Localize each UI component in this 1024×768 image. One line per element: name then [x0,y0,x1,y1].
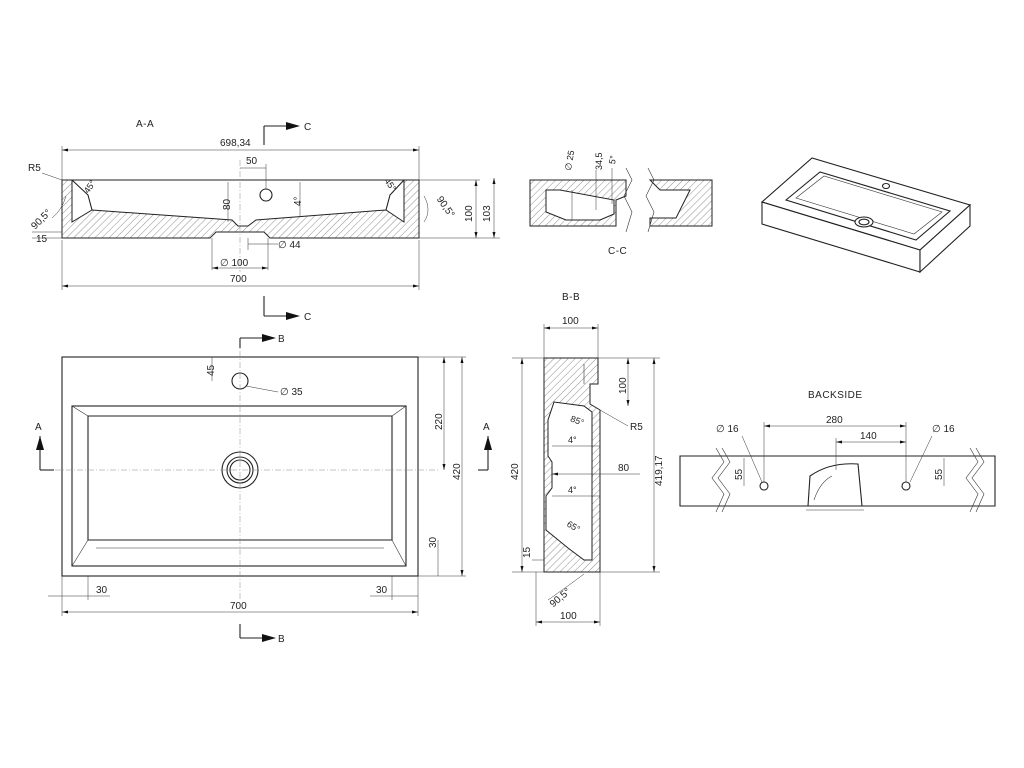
overflow-hole-left [759,481,769,491]
dim-50: 50 [246,156,258,167]
dim-100-bottom: 100 [560,611,577,622]
angle-905-left: 90,5° [29,208,53,232]
angle-5: 5° [607,154,618,165]
section-aa-title: A-A [136,119,154,130]
section-bb: B-B 100 100 R5 85° 4° 4° 80 65° [510,292,665,626]
angle-905-bb: 90,5° [548,586,573,610]
dim-420-bb: 420 [510,463,521,480]
dim-55-left: 55 [734,468,745,480]
break-back-l2 [717,447,731,513]
dim-45: 45 [206,364,217,376]
marker-a-left: A [35,422,42,433]
section-aa: A-A 698,34 50 80 4° 45° 45° R5 90,5° [28,119,500,323]
marker-c-bottom: C [304,312,311,323]
dim-100-top: 100 [562,316,579,327]
section-aa-profile [61,179,420,239]
break-line-cc-2 [645,167,655,233]
dim-103: 103 [482,205,493,222]
tap-hole [259,188,273,202]
dim-30-v: 30 [428,536,439,548]
dim-220: 220 [434,413,445,430]
radius-r5: R5 [28,163,41,174]
dim-700-plan: 700 [230,601,247,612]
dim-345: 34,5 [594,152,604,170]
dia-35: ∅ 35 [280,387,303,398]
dim-700-aa: 700 [230,274,247,285]
dim-100-v: 100 [618,377,629,394]
dia-44: ∅ 44 [278,240,301,251]
angle-4-a: 4° [568,435,577,445]
angle-65: 65° [565,519,582,535]
section-aa-left-chamfer [71,179,93,211]
dim-80-bb: 80 [618,463,630,474]
marker-b-bottom: B [278,634,285,645]
iso-bowl-rim [784,171,952,241]
dim-140: 140 [860,431,877,442]
dim-55-right: 55 [934,468,945,480]
backside-title: BACKSIDE [808,390,863,401]
section-bb-profile [543,357,601,573]
backside-view: BACKSIDE 280 140 ∅ 16 ∅ 16 55 55 [679,390,996,513]
dim-280: 280 [826,415,843,426]
section-cc-title: C-C [608,246,627,257]
dim-30-right: 30 [376,585,388,596]
dia-100: ∅ 100 [220,258,249,269]
angle-4: 4° [293,196,304,206]
dia-16-right: ∅ 16 [932,424,955,435]
iso-tap-hole [881,182,891,190]
dia-16-left: ∅ 16 [716,424,739,435]
dim-15: 15 [36,234,48,245]
break-line-cc-1 [623,167,633,233]
iso-side-face [919,203,971,274]
angle-4-b: 4° [568,485,577,495]
angle-905-right: 90,5° [434,194,456,220]
dim-41917: 419,17 [654,455,665,486]
dim-100: 100 [464,205,475,222]
marker-c-top: C [304,122,311,133]
marker-a-right: A [483,422,490,433]
section-cc-profile-right [648,179,713,227]
break-back-r1 [965,447,979,513]
break-back-l1 [711,447,725,513]
radius-r5-bb: R5 [630,422,643,433]
drain-cutout-shade [813,475,833,501]
section-bb-title: B-B [562,292,580,303]
section-cc-profile-left [529,179,627,227]
dia-25: ∅ 25 [563,150,576,172]
iso-bowl-inner [795,175,943,235]
dim-15-bb: 15 [522,546,533,558]
dim-30-left: 30 [96,585,108,596]
isometric-view [760,157,972,274]
section-cc: ∅ 25 34,5 5° C-C [529,150,713,257]
drain-cutout [807,463,863,507]
section-aa-right-chamfer [385,179,405,211]
plan-bowl-outer [71,405,407,567]
angle-45-left: 45° [82,178,98,195]
break-back-r2 [971,447,985,513]
angle-45-right: 45° [382,176,398,193]
overflow-hole-right [901,481,911,491]
plan-view: 45 ∅ 35 220 420 30 30 30 700 [35,334,492,645]
dim-698: 698,34 [220,138,251,149]
marker-b-top: B [278,334,285,345]
dim-80: 80 [222,198,233,210]
dim-420-plan: 420 [452,463,463,480]
angle-85: 85° [569,414,586,428]
